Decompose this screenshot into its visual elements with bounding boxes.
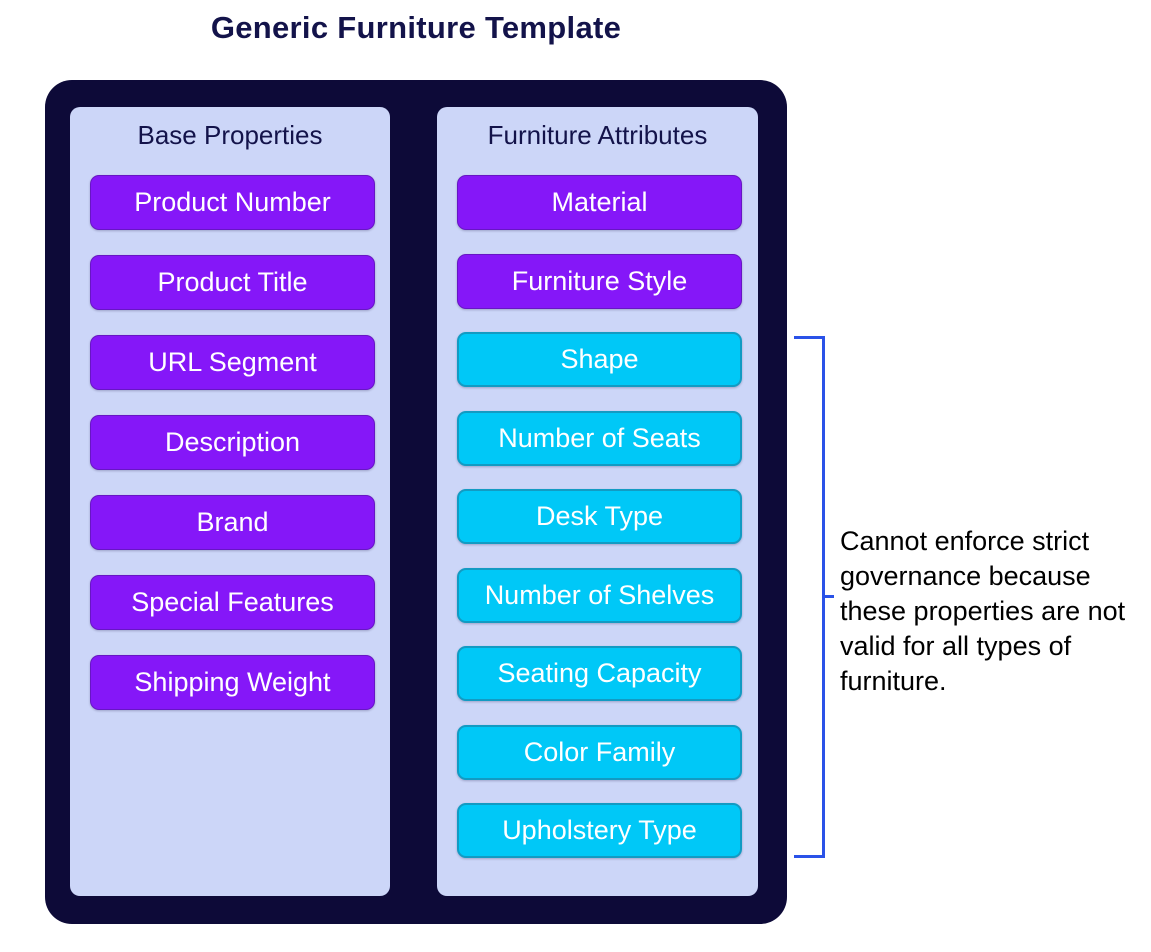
property-pill-number-of-shelves: Number of Shelves [457,567,742,623]
bracket-middle-tick [822,595,834,598]
panel-header-furniture-attributes: Furniture Attributes [487,120,708,150]
property-pill-special-features: Special Features [90,575,375,630]
property-pill-seating-capacity: Seating Capacity [457,646,742,701]
property-pill-url-segment: URL Segment [90,335,375,390]
governance-annotation: Cannot enforce strict governance because… [840,524,1145,699]
property-pill-description: Description [90,415,375,470]
property-pill-brand: Brand [90,495,375,550]
property-pill-product-title: Product Title [90,255,375,310]
property-pill-product-number: Product Number [90,175,375,230]
annotation-line: these properties are not [840,596,1126,626]
property-pill-furniture-style: Furniture Style [457,253,742,309]
property-pill-shipping-weight: Shipping Weight [90,655,375,710]
property-pill-upholstery-type: Upholstery Type [457,803,742,858]
property-pill-color-family: Color Family [457,724,742,780]
bracket-top-arm [794,336,825,339]
annotation-line: governance because [840,561,1091,591]
property-pill-desk-type: Desk Type [457,489,742,544]
diagram-title: Generic Furniture Template [210,10,622,45]
bracket-bottom-arm [794,855,825,858]
panel-header-base-properties: Base Properties [137,120,323,150]
annotation-line: Cannot enforce strict [840,526,1090,556]
annotation-line: furniture. [840,666,947,696]
annotation-line: valid for all types of [840,631,1072,661]
property-pill-shape: Shape [457,332,742,387]
property-pill-number-of-seats: Number of Seats [457,410,742,466]
property-pill-material: Material [457,175,742,230]
